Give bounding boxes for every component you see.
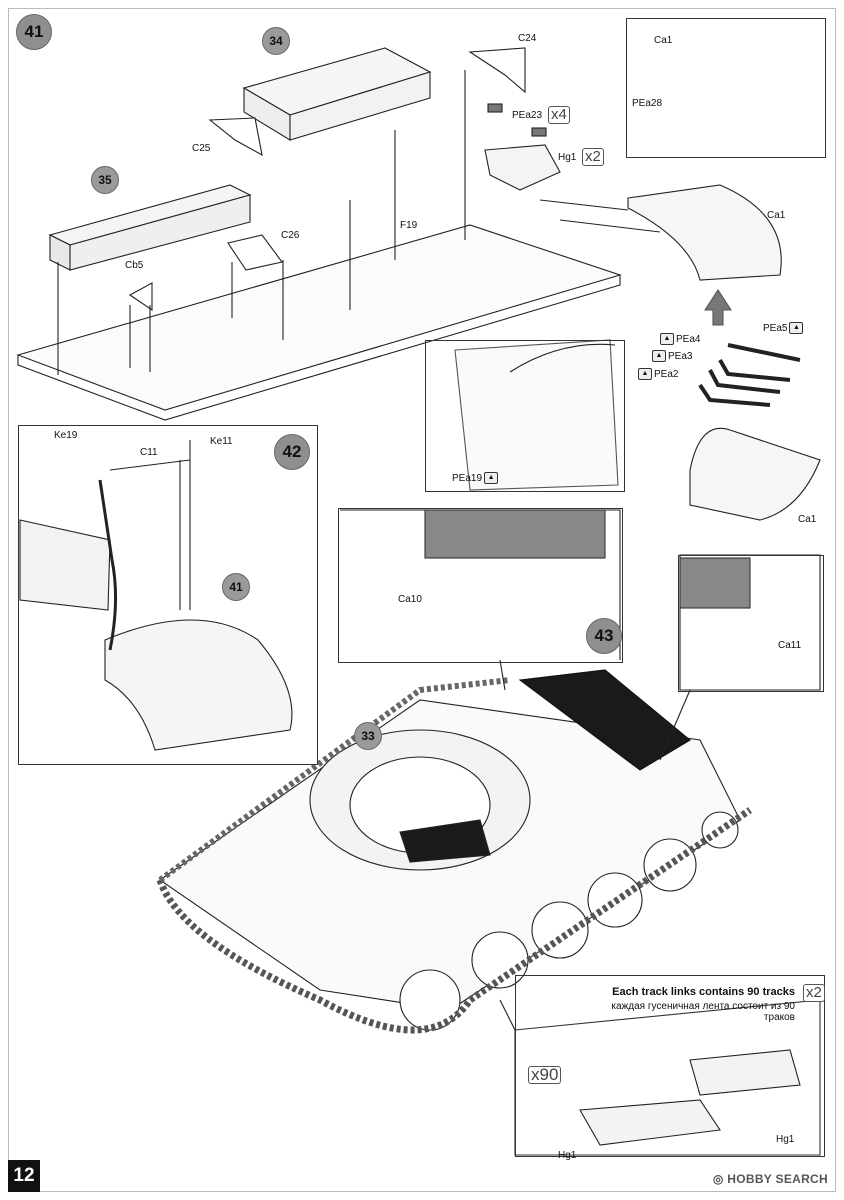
tracks-note: Each track links contains 90 tracks кажд…: [590, 986, 795, 1023]
qty-pea23: x4: [548, 106, 570, 124]
label-c24: C24: [518, 33, 537, 44]
inset-fender-detail: [626, 18, 826, 158]
inset-ca10-detail: [338, 508, 623, 663]
step-42-panel: [18, 425, 318, 765]
label-c11: C11: [140, 447, 158, 458]
label-f19: F19: [400, 220, 418, 231]
watermark-logo-icon: ◎: [712, 1172, 728, 1186]
photo-etch-icon: ▲: [789, 322, 804, 334]
step-badge-42: 42: [274, 434, 310, 470]
label-pea3: ▲ PEa3: [652, 350, 692, 362]
label-ca10: Ca10: [398, 594, 422, 605]
qty-links: x90: [528, 1066, 562, 1084]
tracks-note-ru: каждая гусеничная лента состоит из 90 тр…: [611, 1001, 795, 1023]
label-pea2: ▲ PEa2: [638, 368, 678, 380]
page-frame: [8, 8, 836, 1192]
label-pea5: PEa5 ▲: [763, 322, 804, 334]
inset-track-links: [515, 975, 825, 1157]
label-cb5: Cb5: [125, 260, 144, 271]
label-pea19: PEa19 ▲: [452, 472, 499, 484]
label-pea28: PEa28: [632, 98, 663, 109]
label-pea23: PEa23: [512, 110, 543, 121]
photo-etch-icon: ▲: [484, 472, 499, 484]
label-c25: C25: [192, 143, 211, 154]
photo-etch-icon: ▲: [638, 368, 652, 380]
label-ke11: Ke11: [210, 436, 233, 447]
part-badge-35: 35: [91, 166, 119, 194]
page-number: 12: [8, 1160, 40, 1192]
tracks-note-en: Each track links contains 90 tracks: [612, 986, 795, 998]
label-hg1-top: Hg1: [558, 152, 577, 163]
part-badge-34: 34: [262, 27, 290, 55]
label-ca1-mid: Ca1: [767, 210, 786, 221]
label-ca1-inset: Ca1: [654, 35, 673, 46]
part-badge-41: 41: [222, 573, 250, 601]
inset-ca11-detail: [678, 555, 824, 692]
step-badge-41: 41: [16, 14, 52, 50]
inset-rear-detail: [425, 340, 625, 492]
label-pea4: ▲ PEa4: [660, 333, 700, 345]
qty-tracks: x2: [803, 984, 825, 1002]
label-ca11: Ca11: [778, 640, 802, 651]
label-hg1-right: Hg1: [776, 1134, 795, 1145]
qty-hg1: x2: [582, 148, 604, 166]
photo-etch-icon: ▲: [660, 333, 674, 345]
label-hg1-left: Hg1: [558, 1150, 577, 1161]
photo-etch-icon: ▲: [652, 350, 666, 362]
step-badge-43: 43: [586, 618, 622, 654]
label-ca1-bottom: Ca1: [798, 514, 817, 525]
watermark: ◎ HOBBY SEARCH: [712, 1172, 828, 1186]
label-ke19: Ke19: [54, 430, 78, 441]
label-c26: C26: [281, 230, 300, 241]
part-badge-33: 33: [354, 722, 382, 750]
